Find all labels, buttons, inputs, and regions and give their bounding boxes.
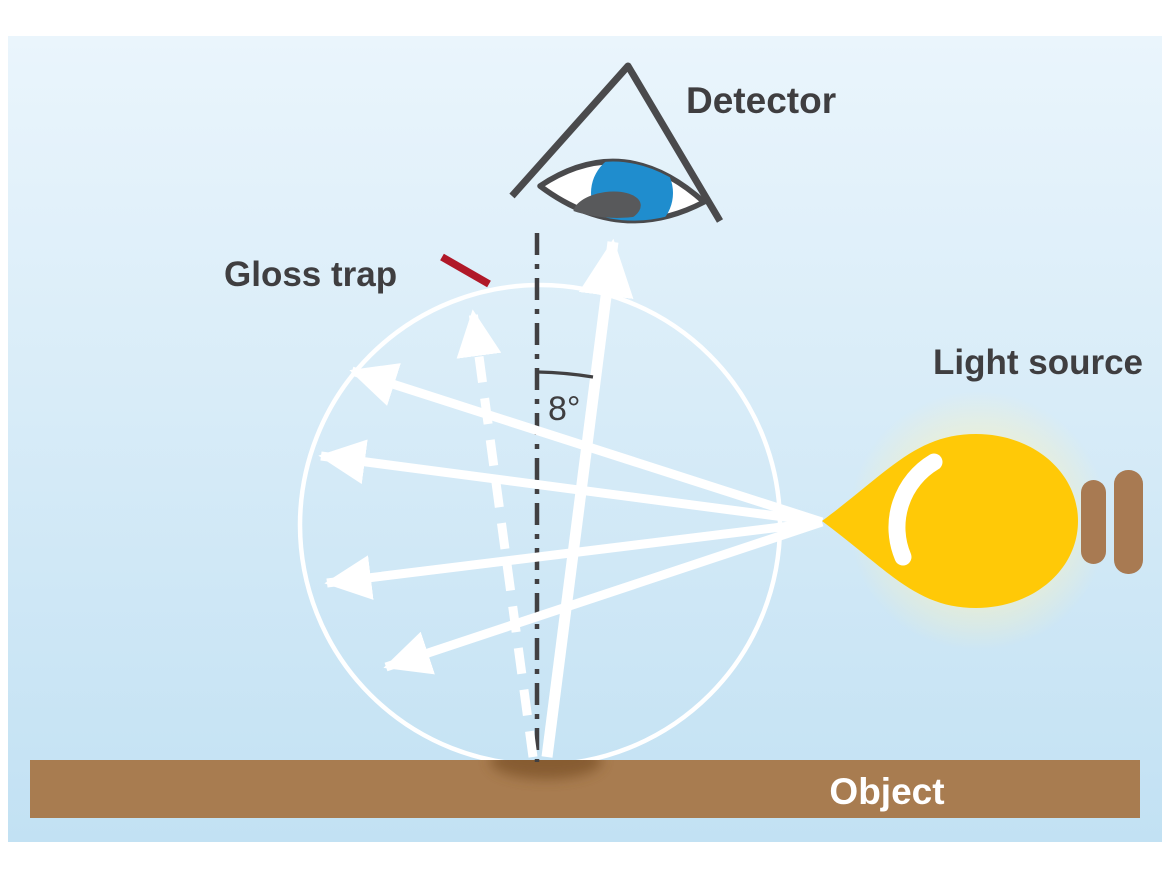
object-label: Object [829, 771, 944, 812]
detector-cone-lines [509, 62, 724, 223]
diffuse-ray-2 [318, 439, 823, 527]
bulb-body [822, 434, 1078, 608]
angle-label: 8° [548, 390, 581, 428]
gloss-trap-mark [440, 253, 491, 288]
bulb-base-segment-2 [1114, 470, 1143, 574]
gloss-trap-ray [456, 309, 538, 758]
light-source-label: Light source [933, 343, 1143, 382]
detector-ray [541, 238, 634, 758]
detector-label: Detector [686, 80, 836, 121]
angle-arc [537, 370, 594, 379]
gloss-trap-label: Gloss trap [224, 255, 397, 294]
bulb-base-segment-1 [1081, 480, 1106, 564]
detector-eye-icon [509, 62, 724, 227]
light-bulb-icon [822, 391, 1143, 651]
diffuse-ray-4 [383, 517, 824, 675]
sample-spot-shadow [490, 760, 602, 779]
bulb-highlight [888, 453, 943, 566]
